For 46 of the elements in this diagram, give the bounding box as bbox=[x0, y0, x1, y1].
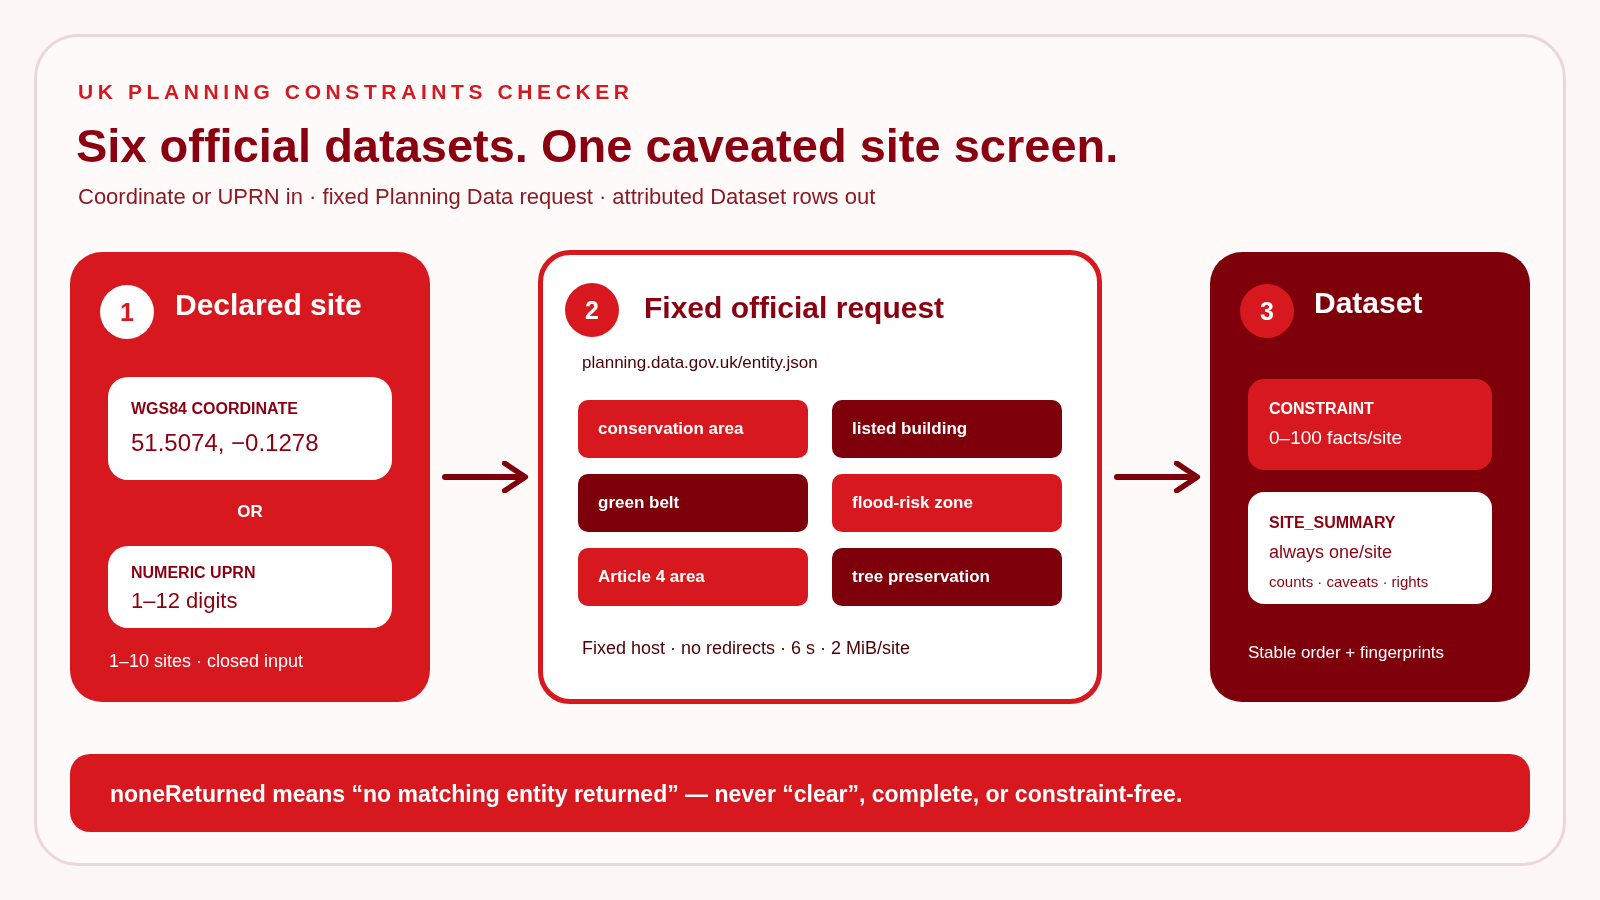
chip-label: listed building bbox=[852, 419, 968, 439]
info-card bbox=[1248, 492, 1492, 604]
panel-heading: Declared site bbox=[175, 288, 362, 322]
field-value: 0–100 facts/site bbox=[1269, 427, 1403, 449]
chip-label: green belt bbox=[598, 493, 680, 513]
info-card bbox=[108, 546, 392, 628]
dataset-chip bbox=[578, 400, 808, 458]
title-text: Six official datasets. One caveated site screen. bbox=[76, 118, 1119, 173]
step-number-badge: 1 bbox=[100, 285, 154, 339]
field-value: 51.5074, −0.1278 bbox=[131, 429, 319, 457]
step-number-badge: 2 bbox=[565, 283, 619, 337]
arrow bbox=[442, 460, 529, 494]
step-number-badge: 3 bbox=[1240, 284, 1294, 338]
step-panel bbox=[538, 250, 1102, 704]
panel-heading: Dataset bbox=[1314, 286, 1423, 320]
subtitle-text: Coordinate or UPRN in · fixed Planning Data request · attributed Dataset rows out bbox=[78, 184, 876, 210]
dataset-chip bbox=[832, 400, 1062, 458]
note-text: Stable order + fingerprints bbox=[1248, 643, 1445, 663]
field-label: WGS84 COORDINATE bbox=[131, 400, 298, 418]
note-text: Fixed host · no redirects · 6 s · 2 MiB/site bbox=[582, 638, 911, 659]
step-panel bbox=[70, 252, 430, 702]
kicker-text: UK PLANNING CONSTRAINTS CHECKER bbox=[78, 80, 634, 104]
dataset-chip bbox=[578, 474, 808, 532]
chip-label: tree preservation bbox=[852, 567, 990, 587]
warning-text: noneReturned means “no matching entity returned” — never “clear”, complete, or constraint-free. bbox=[110, 781, 1183, 808]
info-card bbox=[1248, 379, 1492, 470]
detail-text: counts · caveats · rights bbox=[1269, 573, 1429, 590]
info-card bbox=[108, 377, 392, 480]
dataset-chip bbox=[832, 474, 1062, 532]
url-text: planning.data.gov.uk/entity.json bbox=[582, 353, 818, 373]
chip-label: Article 4 area bbox=[598, 567, 705, 587]
step-panel bbox=[1210, 252, 1530, 702]
chip-label: conservation area bbox=[598, 419, 744, 439]
dataset-chip bbox=[578, 548, 808, 606]
field-value: always one/site bbox=[1269, 542, 1393, 563]
field-label: CONSTRAINT bbox=[1269, 400, 1374, 418]
field-label: SITE_SUMMARY bbox=[1269, 514, 1396, 532]
field-value: 1–12 digits bbox=[131, 588, 238, 614]
field-label: NUMERIC UPRN bbox=[131, 564, 256, 582]
note-text: 1–10 sites · closed input bbox=[109, 651, 304, 672]
warning-banner bbox=[70, 754, 1530, 832]
arrow bbox=[1114, 460, 1201, 494]
panel-heading: Fixed official request bbox=[644, 291, 945, 325]
dataset-chip bbox=[832, 548, 1062, 606]
chip-label: flood-risk zone bbox=[852, 493, 973, 513]
or-text: OR bbox=[236, 502, 264, 522]
